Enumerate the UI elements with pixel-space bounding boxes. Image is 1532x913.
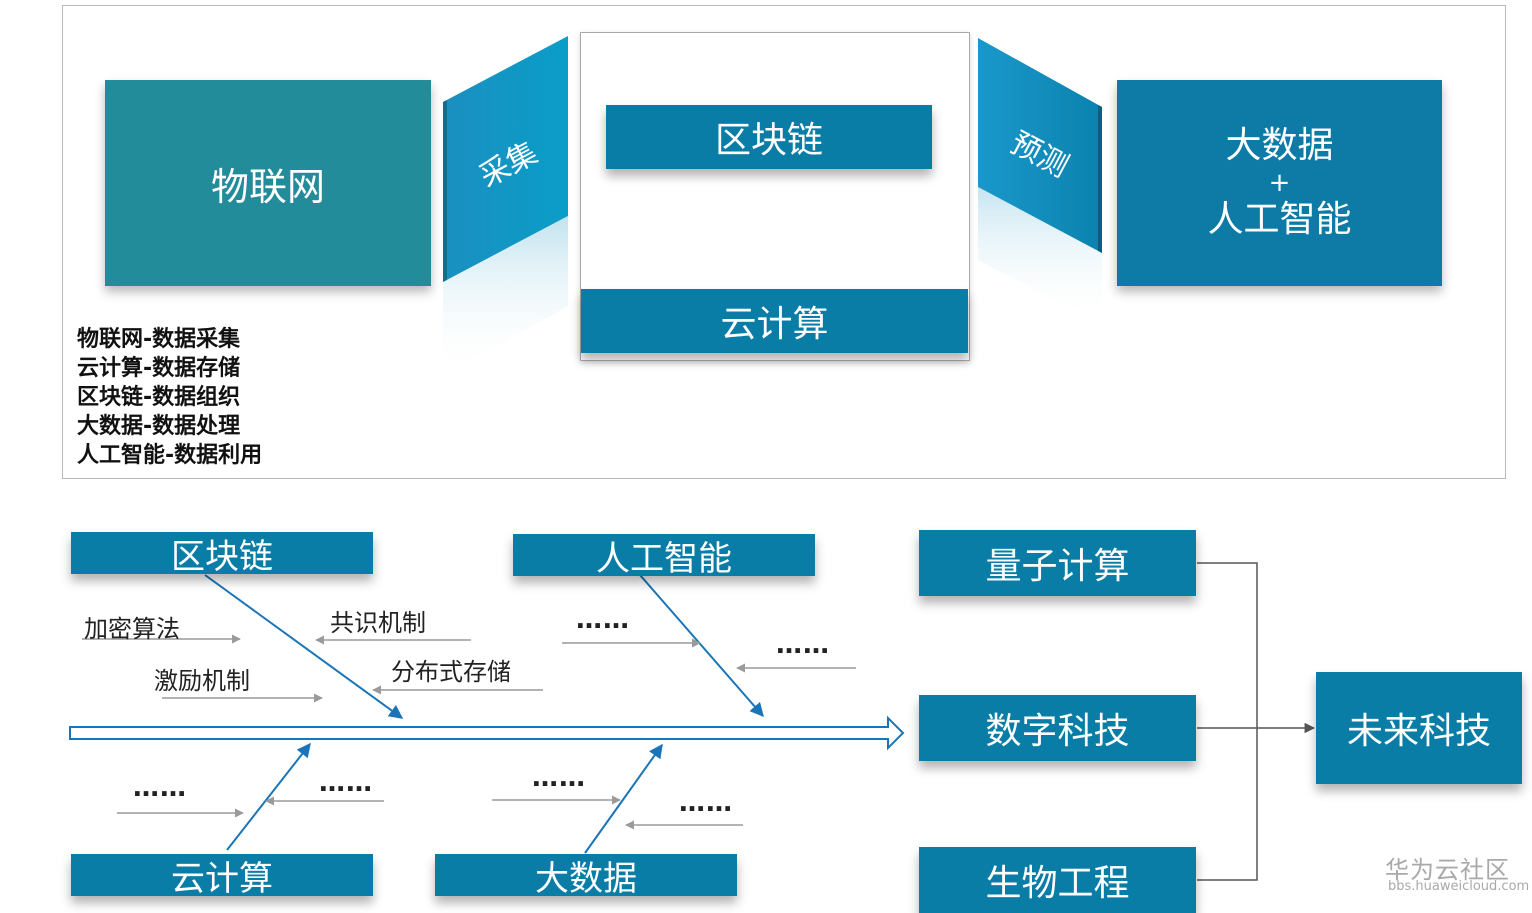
predict-panel — [978, 38, 1102, 325]
ellipsis: …… — [532, 763, 586, 793]
iot-tile: 物联网 — [105, 80, 431, 286]
bone-cloud — [226, 742, 311, 851]
spine-arrow — [69, 715, 905, 751]
bottom-blockchain-bar: 区块链 — [71, 532, 373, 577]
label-incentive: 激励机制 — [154, 667, 250, 695]
top-cloud-bar: 云计算 — [581, 289, 968, 353]
plus-sign: + — [1268, 168, 1291, 198]
label-consensus: 共识机制 — [330, 609, 426, 637]
ellipsis: …… — [679, 788, 733, 818]
label-encryption: 加密算法 — [84, 615, 180, 643]
bottom-ai-bar: 人工智能 — [513, 534, 815, 579]
legend-item: 人工智能-数据利用 — [77, 443, 263, 468]
collect-panel — [443, 36, 568, 375]
bone-bigdata — [584, 743, 663, 854]
ellipsis: …… — [133, 773, 187, 803]
bigdata-ai-tile: 大数据 + 人工智能 — [1117, 80, 1442, 286]
bone-ai — [639, 574, 764, 718]
watermark-url: bbs.huaweicloud.com — [1388, 879, 1530, 894]
bigdata-label: 大数据 — [1225, 125, 1334, 166]
ellipsis: …… — [776, 630, 830, 660]
legend-item: 云计算-数据存储 — [77, 356, 241, 381]
future-tech-tile: 未来科技 — [1316, 672, 1522, 784]
bottom-bigdata-bar: 大数据 — [435, 854, 737, 899]
legend-item: 区块链-数据组织 — [77, 385, 241, 410]
bone-blockchain — [204, 574, 404, 719]
watermark-brand: 华为云社区 — [1385, 856, 1510, 884]
legend-item: 物联网-数据采集 — [77, 327, 241, 352]
top-blockchain-bar: 区块链 — [606, 105, 932, 169]
iot-label: 物联网 — [210, 164, 325, 209]
ellipsis: …… — [576, 605, 630, 635]
bottom-cloud-bar: 云计算 — [71, 854, 373, 899]
legend-list: 物联网-数据采集 云计算-数据存储 区块链-数据组织 大数据-数据处理 人工智能… — [77, 325, 262, 470]
bracket-connector — [1197, 562, 1258, 881]
digital-tech-tile: 数字科技 — [919, 695, 1196, 761]
legend-item: 大数据-数据处理 — [77, 414, 241, 439]
label-distributed-storage: 分布式存储 — [391, 658, 511, 686]
ellipsis: …… — [319, 768, 373, 798]
ai-label: 人工智能 — [1207, 199, 1352, 240]
quantum-computing-tile: 量子计算 — [919, 530, 1196, 596]
bioengineering-tile: 生物工程 — [919, 847, 1196, 913]
